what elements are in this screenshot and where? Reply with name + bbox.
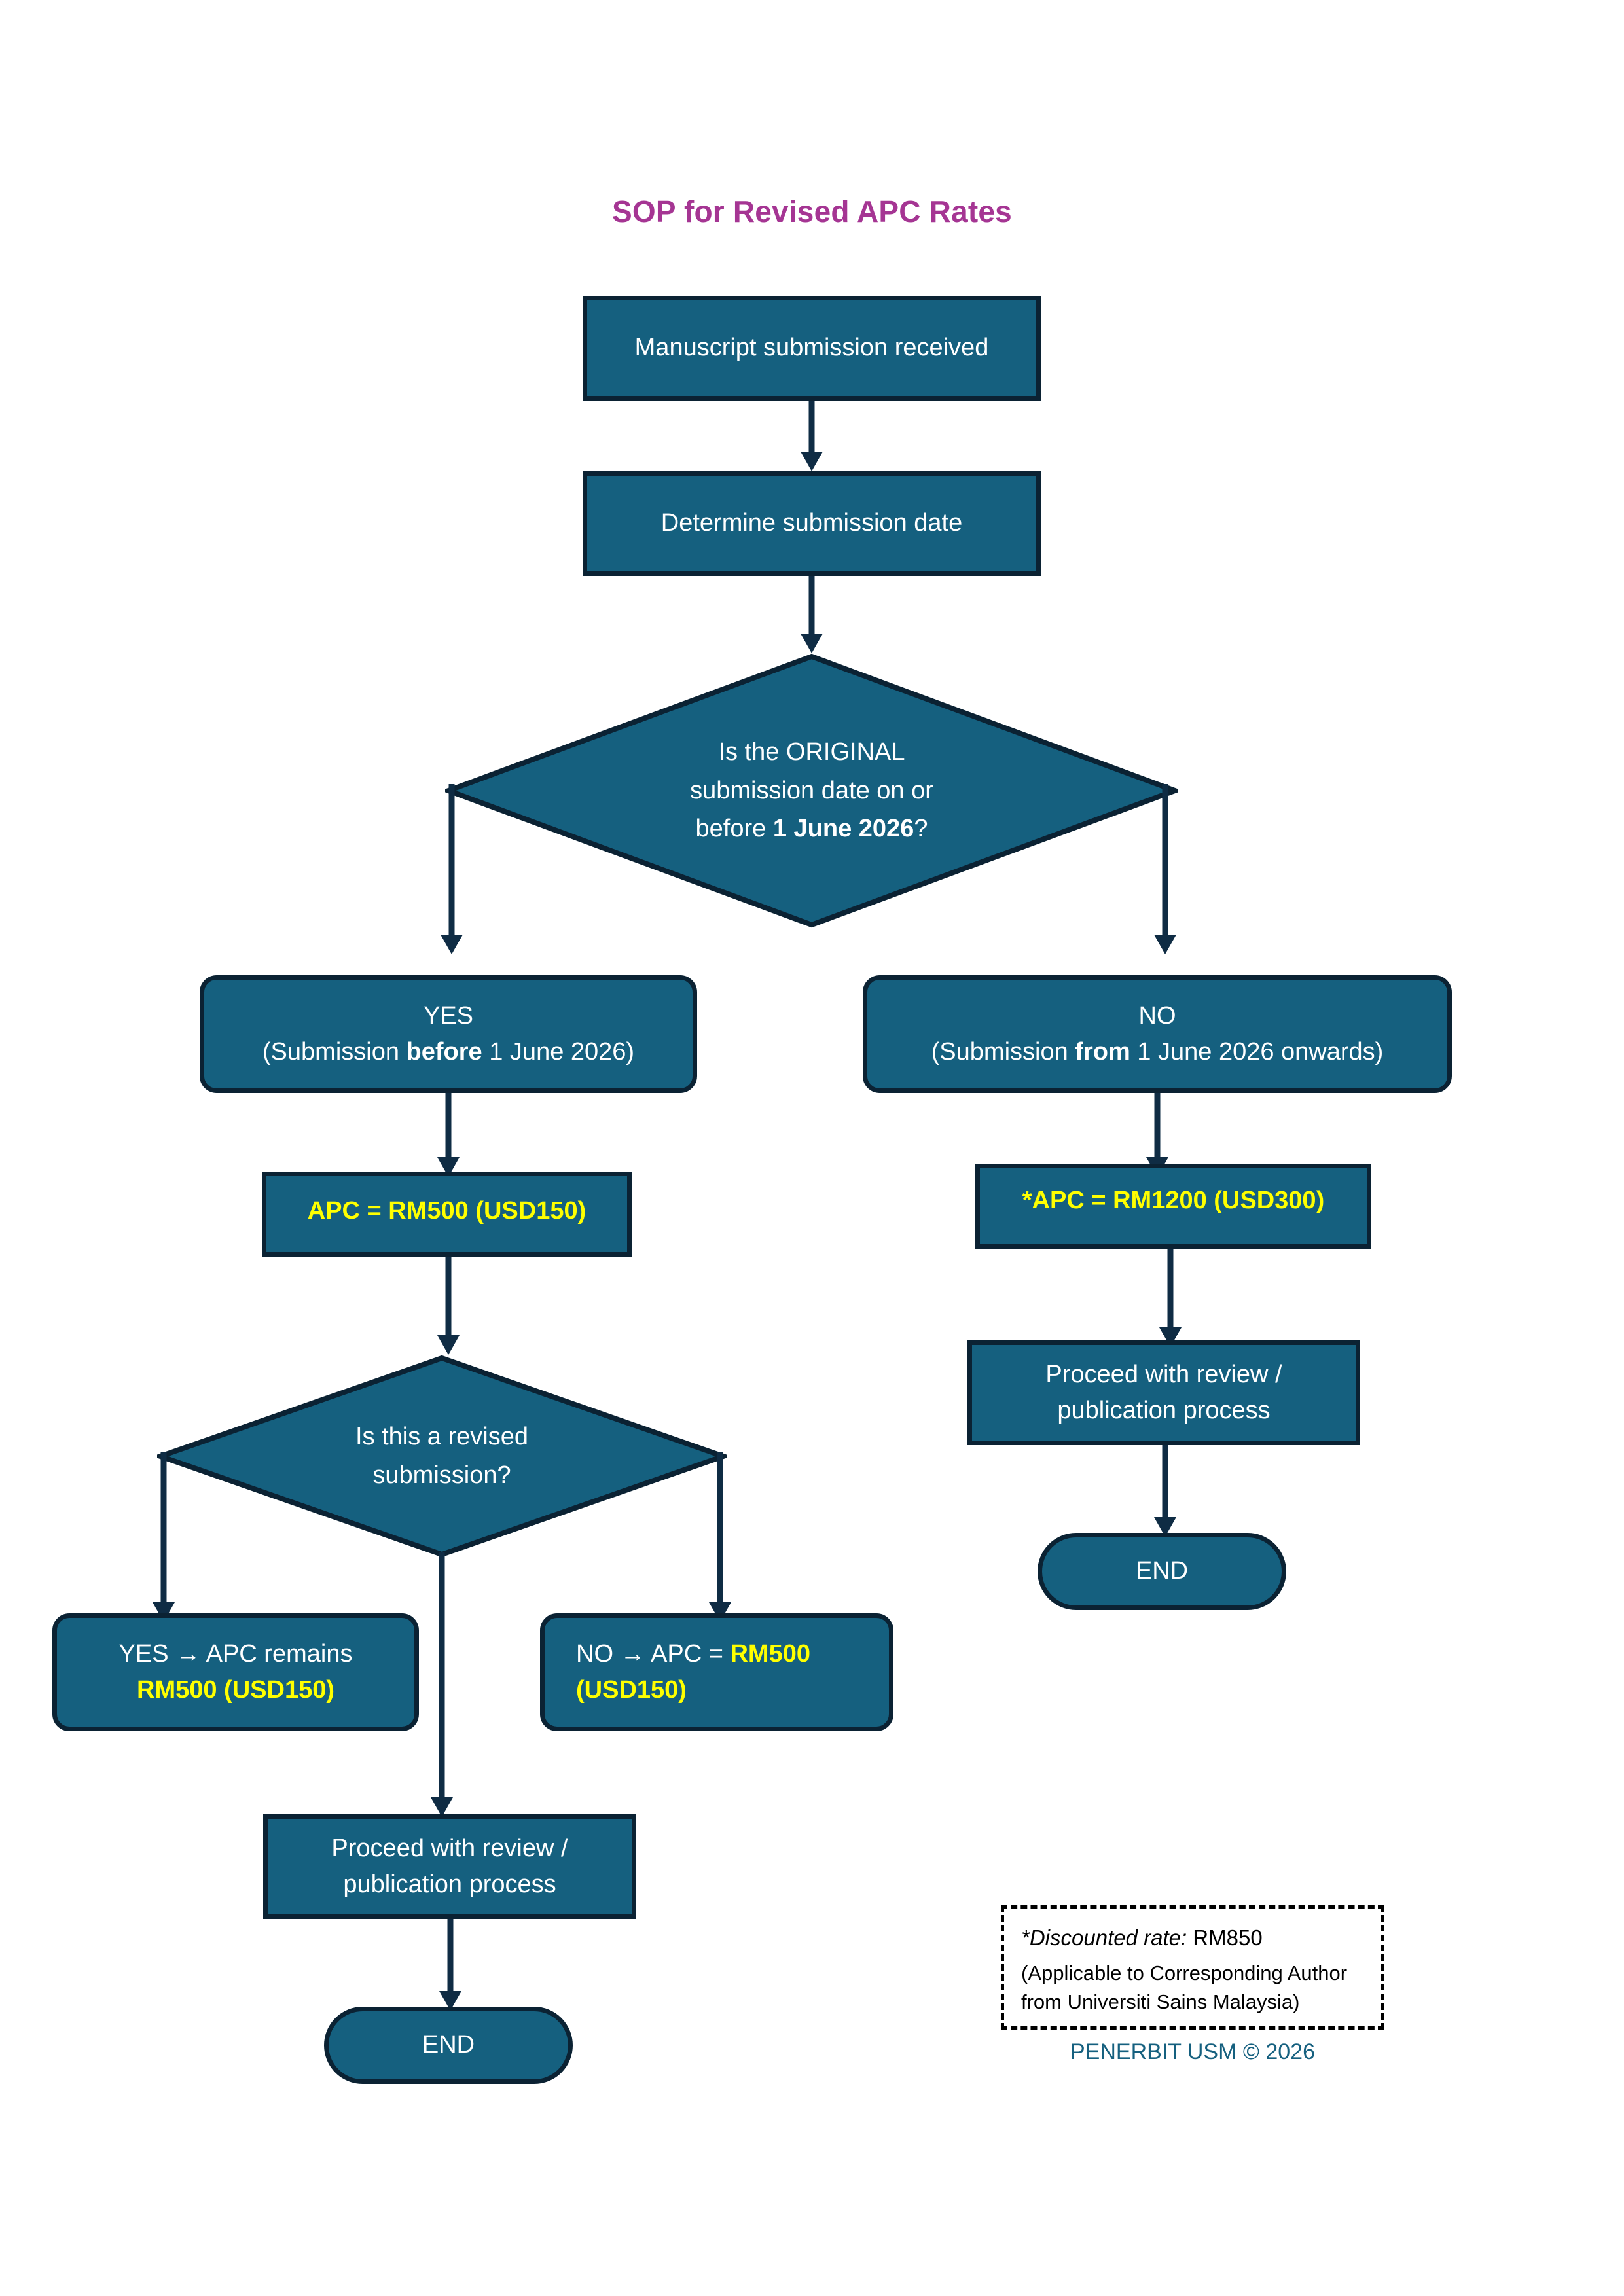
node-branch-yes-label: YES (Submission before 1 June 2026) [204, 998, 693, 1070]
node-revised-yes-apc-remains: YES → APC remains RM500 (USD150) [52, 1613, 419, 1731]
branch-no-line-2-bold: from [1075, 1038, 1130, 1066]
connector-decision-to-branch-yes [425, 784, 478, 956]
revised-no-yellow-text-1: RM500 [730, 1640, 810, 1668]
connector-branch-yes-to-apc-500 [422, 1093, 475, 1177]
branch-yes-line-2-bold: before [406, 1038, 482, 1066]
node-revised-no-label: NO → APC = RM500 (USD150) [545, 1636, 889, 1708]
connector-apc-1200-to-proceed-right [1144, 1249, 1197, 1347]
node-proceed-left-label: Proceed with review / publication proces… [268, 1831, 632, 1903]
decision-revised-submission: Is this a revised submission? [157, 1355, 727, 1558]
node-apc-rm1200: *APC = RM1200 (USD300) [975, 1164, 1371, 1249]
diamond-shape-revised [157, 1355, 727, 1558]
node-end-right-label: END [1135, 1557, 1189, 1585]
copyright-notice: PENERBIT USM © 2026 [1070, 2039, 1315, 2064]
connector-decision-to-branch-no [1139, 784, 1191, 956]
connector-apc-500-to-decision-revised [422, 1257, 475, 1355]
connector-decision-revised-to-proceed-left [416, 1552, 468, 1817]
branch-no-line-1: NO [1138, 1001, 1176, 1030]
node-revised-no-apc: NO → APC = RM500 (USD150) [540, 1613, 893, 1731]
node-determine-submission-date: Determine submission date [583, 471, 1041, 576]
connector-determine-to-decision-original [785, 576, 838, 653]
diamond-shape [445, 653, 1178, 928]
revised-no-yellow-text-2: (USD150) [576, 1676, 687, 1704]
proceed-left-line-2: publication process [343, 1871, 556, 1898]
node-apc-rm500-label: APC = RM500 (USD150) [307, 1197, 586, 1225]
connector-decision-revised-to-no [694, 1452, 746, 1623]
node-proceed-left: Proceed with review / publication proces… [263, 1814, 636, 1919]
node-branch-yes: YES (Submission before 1 June 2026) [200, 975, 697, 1093]
footnote-line-1: *Discounted rate: RM850 [1021, 1923, 1367, 1954]
connector-proceed-right-to-end-right [1139, 1445, 1191, 1537]
branch-yes-line-2-post: 1 June 2026) [482, 1038, 635, 1066]
proceed-left-line-1: Proceed with review / [331, 1834, 568, 1862]
node-manuscript-submission-received-label: Manuscript submission received [634, 334, 989, 362]
node-apc-rm500: APC = RM500 (USD150) [262, 1172, 632, 1257]
footnote-line-3: from Universiti Sains Malaysia) [1021, 1990, 1300, 2013]
node-branch-no: NO (Submission from 1 June 2026 onwards) [863, 975, 1452, 1093]
node-end-left: END [324, 2007, 573, 2084]
footnote-line-1-italic: *Discounted rate: [1021, 1926, 1187, 1950]
connector-decision-revised-to-yes [137, 1452, 190, 1623]
proceed-right-line-2: publication process [1057, 1397, 1271, 1424]
node-proceed-right: Proceed with review / publication proces… [967, 1340, 1360, 1445]
node-apc-rm1200-label: *APC = RM1200 (USD300) [1022, 1187, 1325, 1214]
node-end-left-label: END [422, 2031, 475, 2059]
node-proceed-right-label: Proceed with review / publication proces… [972, 1357, 1356, 1429]
footnote-line-2: (Applicable to Corresponding Author [1021, 1961, 1348, 1984]
branch-no-line-2-post: 1 June 2026 onwards) [1130, 1038, 1384, 1066]
connector-proceed-left-to-end-left [424, 1919, 477, 2011]
page-title: SOP for Revised APC Rates [612, 194, 1012, 228]
footnote-discounted-rate: *Discounted rate: RM850 (Applicable to C… [1001, 1905, 1384, 2030]
node-branch-no-label: NO (Submission from 1 June 2026 onwards) [867, 998, 1447, 1070]
branch-no-line-2-pre: (Submission [931, 1038, 1075, 1066]
node-manuscript-submission-received: Manuscript submission received [583, 296, 1041, 401]
decision-original-submission-date: Is the ORIGINAL submission date on or be… [445, 653, 1178, 928]
revised-yes-white-text: YES → APC remains [118, 1640, 353, 1668]
revised-yes-yellow-text: RM500 (USD150) [137, 1676, 334, 1704]
connector-start-to-determine [785, 401, 838, 471]
revised-no-white-text: NO → APC = [576, 1640, 731, 1668]
node-end-right: END [1038, 1533, 1286, 1610]
footnote-line-1-plain: RM850 [1187, 1926, 1263, 1950]
proceed-right-line-1: Proceed with review / [1045, 1360, 1282, 1388]
branch-yes-line-1: YES [423, 1001, 474, 1030]
branch-yes-line-2-pre: (Submission [262, 1038, 406, 1066]
node-determine-submission-date-label: Determine submission date [660, 509, 963, 537]
node-revised-yes-label: YES → APC remains RM500 (USD150) [57, 1636, 414, 1708]
